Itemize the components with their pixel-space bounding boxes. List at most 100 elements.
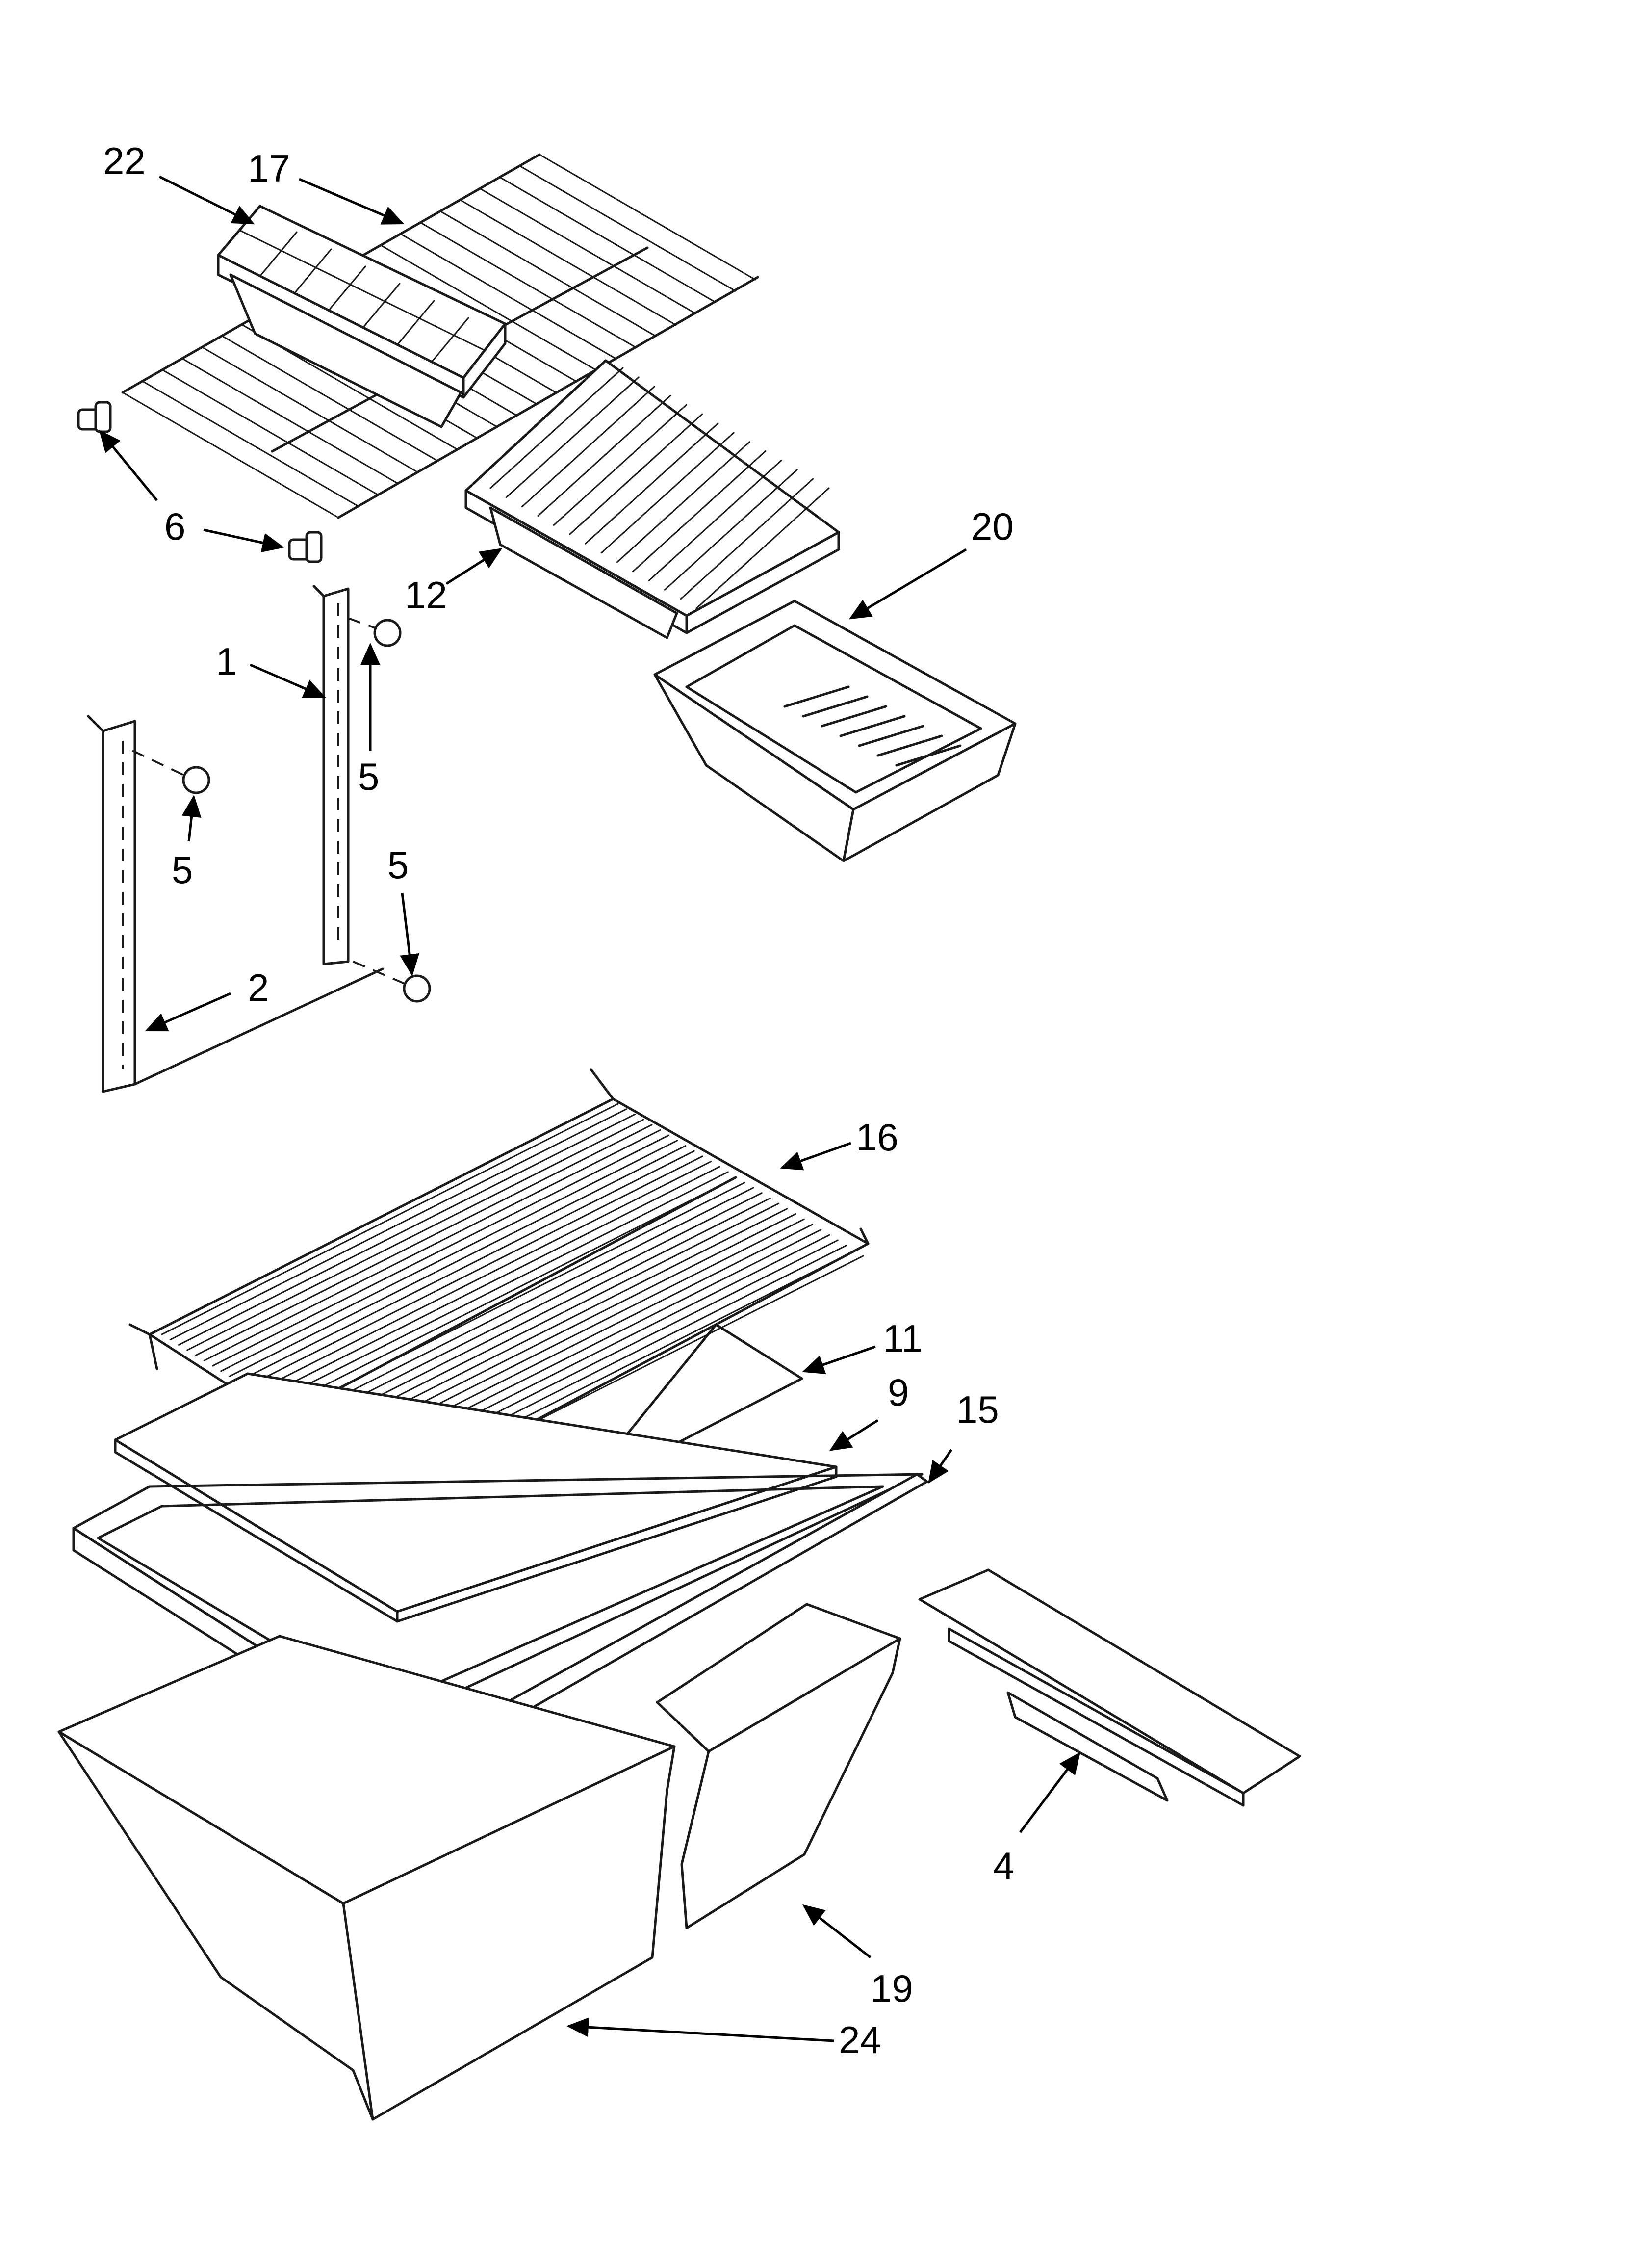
callout-1: 1	[216, 640, 326, 698]
screw-a	[132, 750, 210, 794]
svg-text:24: 24	[839, 2018, 881, 2061]
tray-divider	[431, 317, 469, 363]
svg-text:9: 9	[888, 1371, 909, 1414]
callout-5-upper: 5	[358, 643, 380, 798]
callout-17: 17	[248, 147, 405, 225]
shelf-wire	[380, 244, 597, 371]
callout-2: 2	[145, 966, 269, 1032]
tray-divider	[259, 231, 298, 277]
basket-slot	[876, 734, 943, 757]
svg-text:19: 19	[871, 1967, 913, 2010]
shelf-wire	[305, 1192, 763, 1425]
shelf-wire	[237, 1150, 695, 1382]
shelf-wire	[439, 210, 657, 337]
callout-5-left: 5	[172, 795, 202, 891]
svg-text:22: 22	[103, 139, 146, 182]
cover-rib	[680, 478, 814, 600]
callout-6: 6	[99, 430, 284, 552]
svg-text:2: 2	[248, 966, 269, 1009]
tray-divider	[293, 248, 332, 294]
crisper-drawer-large	[57, 1635, 676, 2121]
basket-slot	[783, 685, 850, 708]
shelf-wire	[195, 1124, 653, 1356]
shelf-rail-right	[312, 585, 350, 965]
shelf-wire	[221, 335, 438, 462]
glass-shelf-insert	[577, 1323, 803, 1495]
shelf-wire	[271, 1171, 729, 1404]
callout-19: 19	[802, 1904, 913, 2010]
callout-9: 9	[829, 1371, 909, 1451]
crisper-drawer-small	[656, 1603, 901, 1929]
callout-16: 16	[780, 1116, 898, 1171]
svg-text:5: 5	[172, 848, 193, 891]
shelf-wire	[279, 1176, 737, 1409]
basket-slot	[802, 695, 869, 718]
shelf-wire	[479, 187, 697, 314]
shelf-wire	[322, 1202, 780, 1435]
shelf-wire	[203, 1129, 661, 1361]
shelf-wire	[186, 1119, 644, 1351]
cover-rib	[537, 395, 671, 517]
callout-24: 24	[566, 2017, 881, 2061]
shelf-wire	[419, 222, 637, 349]
cover-rib	[600, 432, 735, 554]
svg-text:1: 1	[216, 640, 237, 683]
shelf-wire	[229, 1145, 687, 1378]
cover-rib	[632, 450, 767, 573]
shelf-wire	[220, 1140, 678, 1372]
shelf-wire	[519, 165, 737, 292]
tray-divider	[328, 265, 366, 312]
shelf-wire	[459, 199, 677, 326]
shelf-support-right	[288, 531, 323, 563]
shelf-wire	[400, 233, 617, 360]
shelf-wire	[178, 1113, 636, 1346]
svg-text:5: 5	[387, 843, 409, 886]
basket-slot	[821, 705, 887, 728]
cover-rib	[569, 413, 703, 535]
tray-divider	[239, 230, 487, 352]
cover-rib	[585, 422, 719, 545]
screw-c	[353, 961, 431, 1003]
shelf-wire	[181, 358, 399, 485]
shelf-wire	[141, 380, 359, 507]
svg-text:17: 17	[248, 147, 290, 190]
callout-22: 22	[103, 139, 255, 225]
cover-rib	[664, 469, 798, 591]
svg-text:11: 11	[883, 1317, 923, 1360]
svg-text:4: 4	[993, 1844, 1014, 1887]
basket-slot	[895, 744, 962, 767]
shelf-wire	[296, 1187, 754, 1419]
screw-b	[348, 617, 402, 647]
shelf-wire	[499, 176, 717, 303]
callout-4: 4	[993, 1752, 1080, 1887]
cover-rib	[616, 441, 750, 563]
callout-20: 20	[848, 505, 1014, 620]
shelf-crossbar	[273, 1176, 737, 1424]
callout-15: 15	[928, 1388, 999, 1484]
shelf-wire	[201, 346, 419, 473]
svg-text:12: 12	[405, 574, 447, 617]
crisper-slide	[918, 1568, 1301, 1807]
crisper-cover	[464, 359, 840, 639]
svg-text:16: 16	[856, 1116, 898, 1159]
cover-rib	[521, 386, 656, 508]
svg-text:20: 20	[971, 505, 1014, 548]
svg-text:6: 6	[164, 505, 185, 548]
shelf-wire	[169, 1108, 627, 1341]
shelf-wire	[313, 1197, 771, 1430]
shelf-wire	[122, 391, 339, 519]
svg-text:5: 5	[358, 755, 379, 798]
tray-divider	[362, 283, 401, 329]
shelf-wire	[211, 1134, 669, 1367]
basket-slot	[858, 725, 924, 747]
shelf-support-left	[77, 401, 112, 433]
callout-12: 12	[405, 548, 503, 617]
shelf-wire	[262, 1166, 720, 1398]
shelf-wire	[245, 1155, 703, 1388]
tray-divider	[396, 300, 435, 346]
svg-text:15: 15	[956, 1388, 999, 1431]
freezer-basket	[653, 600, 1017, 862]
shelf-wire	[539, 154, 756, 281]
cover-rib	[553, 404, 687, 526]
